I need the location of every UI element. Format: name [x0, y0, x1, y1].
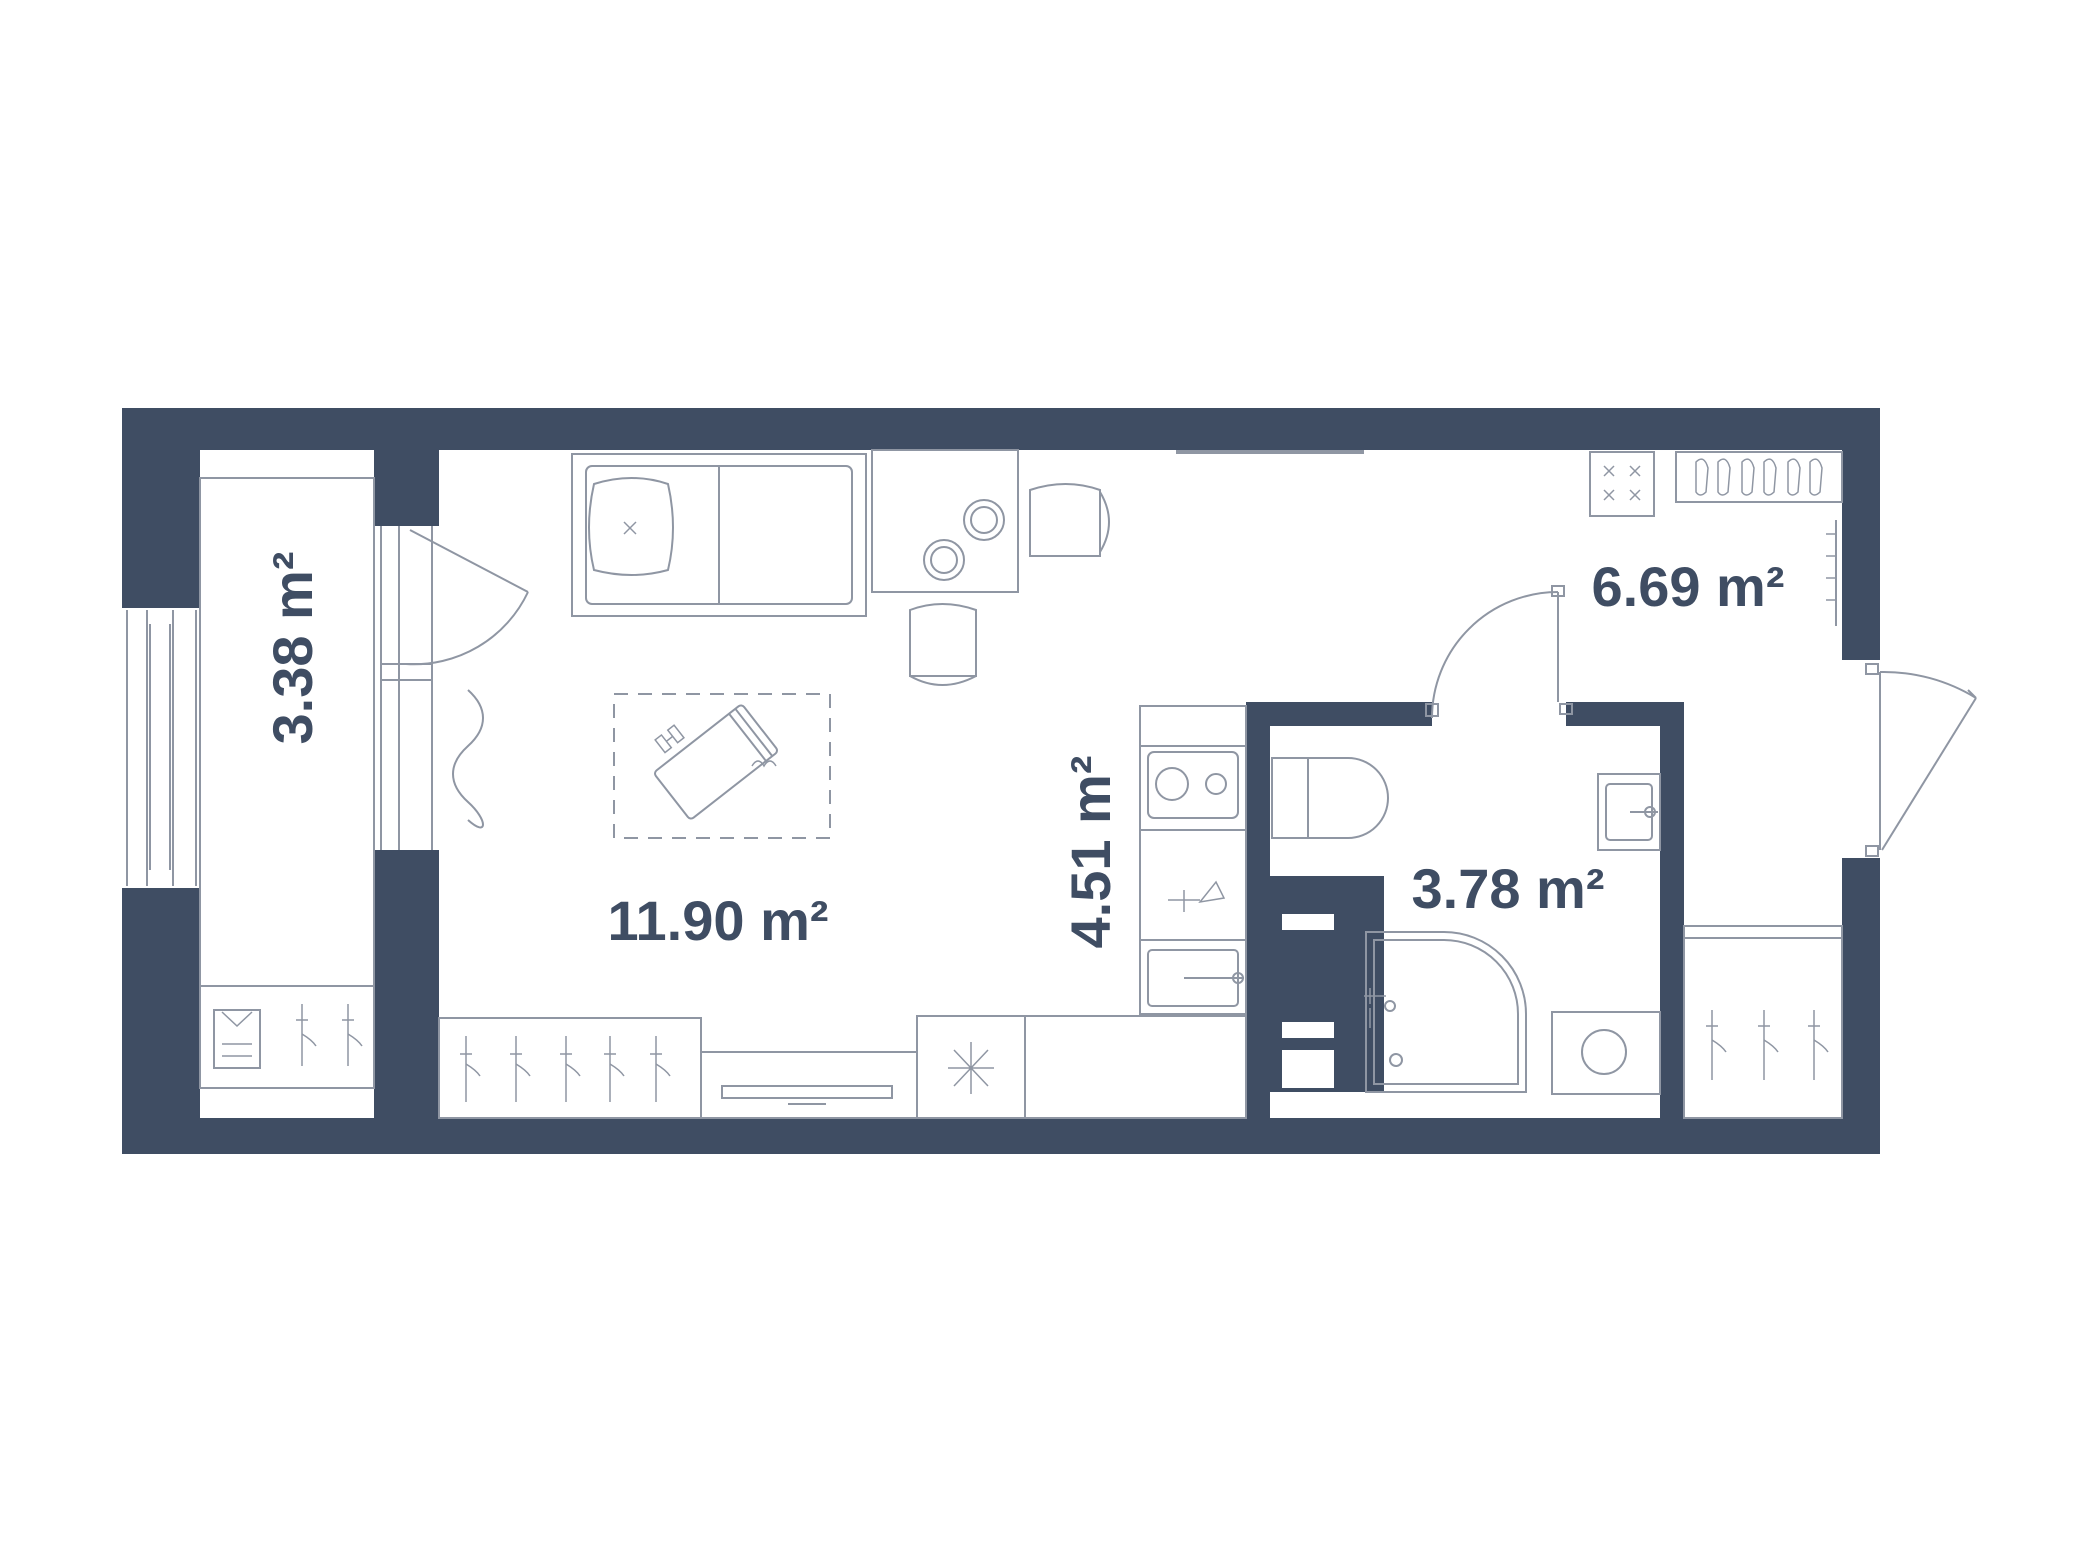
hallway-wardrobe-icon	[1683, 925, 1843, 1119]
balcony-door	[380, 526, 529, 850]
entrance-door	[1865, 663, 1977, 857]
walls	[122, 408, 1880, 1154]
shower-icon	[1364, 931, 1527, 1093]
kitchen-area-label: 4.51 m²	[1059, 756, 1122, 949]
hallway-area-label: 6.69 m²	[1592, 555, 1785, 618]
sofa-icon	[571, 453, 867, 617]
washing-machine-icon	[1551, 1011, 1661, 1095]
kitchen-cabinet	[1024, 1015, 1247, 1119]
bathroom-sink-icon	[1597, 773, 1661, 851]
radiator-icon	[452, 689, 484, 829]
balcony-window	[124, 610, 198, 886]
toilet-icon	[1271, 757, 1389, 839]
tv-stand-icon	[700, 1051, 918, 1119]
wardrobe-icon	[438, 1017, 702, 1119]
bathroom-shelves	[1282, 914, 1334, 1088]
kitchen-counter-icon	[1139, 705, 1247, 1015]
balcony-outline	[199, 477, 375, 1089]
balcony-storage-icon	[213, 1004, 363, 1069]
dining-table-icon	[871, 449, 1019, 593]
coat-hooks-icon	[1826, 520, 1837, 626]
balcony-area-label: 3.38 m²	[261, 552, 324, 745]
bathroom-door	[1425, 585, 1573, 719]
fitness-mat-icon	[613, 693, 831, 839]
living-room-area-label: 11.90 m²	[607, 889, 828, 952]
shoe-rack-icon	[1589, 451, 1843, 517]
chair-icon	[909, 483, 1110, 686]
bathroom-area-label: 3.78 m²	[1412, 857, 1605, 920]
fridge-icon	[916, 1015, 1026, 1119]
